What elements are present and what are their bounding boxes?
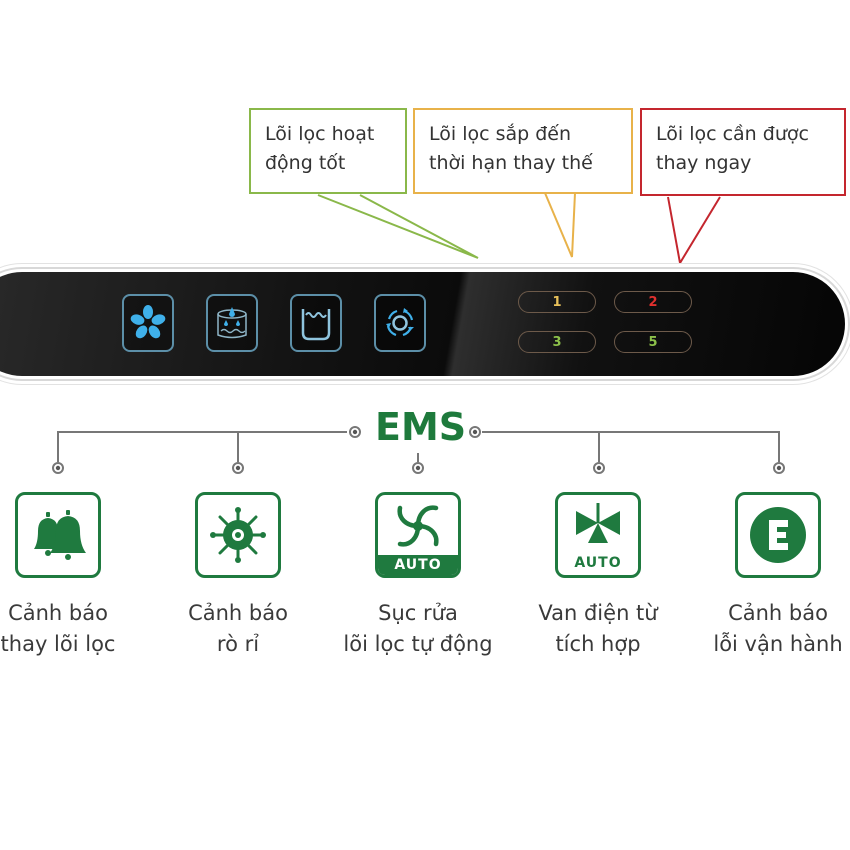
- error-e-icon: [750, 507, 806, 563]
- auto-badge: AUTO: [378, 555, 458, 575]
- feature-label-solenoid-valve: Van điện từ tích hợp: [538, 601, 658, 656]
- feature-leak-warning: [195, 492, 281, 578]
- panel-button-cycle[interactable]: [374, 294, 426, 352]
- water-drop-tank-icon: [217, 307, 247, 339]
- feature-auto-flush: AUTO: [375, 492, 461, 578]
- feature-error-warning: [735, 492, 821, 578]
- callout-filter-replace-now: Lõi lọc cần được thay ngay: [640, 108, 846, 196]
- leak-gear-icon: [210, 507, 266, 563]
- recycle-rotation-icon: [386, 308, 414, 337]
- feature-label-auto-flush: Sục rửa lõi lọc tự động: [343, 601, 493, 656]
- fan-icon: [130, 305, 166, 339]
- panel-button-water-basin[interactable]: [290, 294, 342, 352]
- filter-indicator-1: 1: [518, 291, 596, 313]
- callout-filter-near-expiry: Lõi lọc sắp đến thời hạn thay thế: [413, 108, 633, 194]
- feature-label-leak: Cảnh báo rò rỉ: [188, 601, 288, 656]
- filter-indicator-3: 3: [518, 331, 596, 353]
- feature-solenoid-valve: AUTO: [555, 492, 641, 578]
- feature-label-error: Cảnh báo lỗi vận hành: [713, 601, 843, 656]
- filter-indicator-5: 5: [614, 331, 692, 353]
- panel-button-water-tank[interactable]: [206, 294, 258, 352]
- filter-indicator-2: 2: [614, 291, 692, 313]
- panel-button-fan[interactable]: [122, 294, 174, 352]
- solenoid-valve-icon: [576, 503, 620, 543]
- water-basin-icon: [301, 309, 331, 341]
- callout-filter-good: Lõi lọc hoạt động tốt: [249, 108, 407, 194]
- feature-filter-replace-warning: [15, 492, 101, 578]
- feature-label-filter-replace: Cảnh báo thay lõi lọc: [0, 601, 116, 656]
- ems-title: EMS: [375, 405, 467, 449]
- swirl-icon: [397, 505, 439, 547]
- double-bell-icon: [34, 510, 86, 560]
- auto-label: AUTO: [574, 555, 622, 571]
